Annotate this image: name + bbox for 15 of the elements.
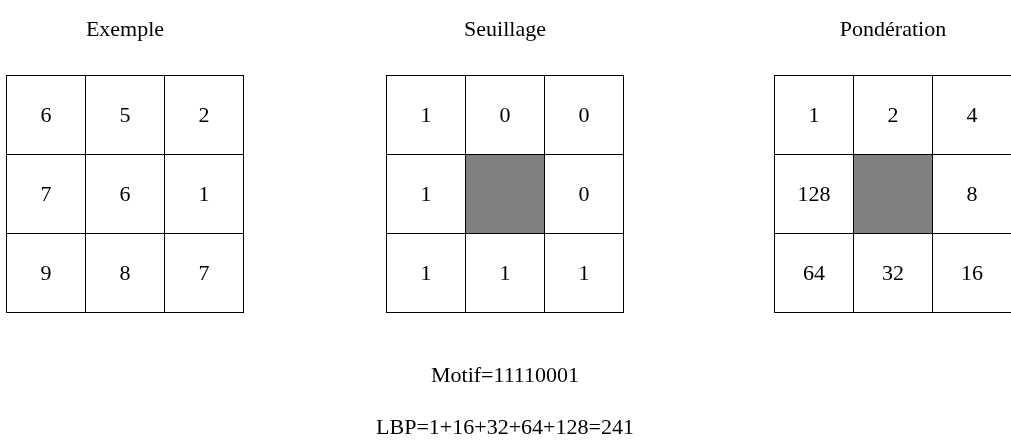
table-cell: 6 — [6, 75, 86, 155]
formula-text: LBP=1+16+32+64+128=241 — [376, 414, 634, 440]
table-cell: 64 — [774, 233, 854, 313]
table-cell: 1 — [386, 75, 466, 155]
table-cell: 1 — [774, 75, 854, 155]
table-cell: 0 — [544, 75, 624, 155]
table-cell: 9 — [6, 233, 86, 313]
table-title: Exemple — [85, 16, 165, 42]
table-cell: 7 — [164, 233, 244, 313]
pattern-text: Motif=11110001 — [430, 362, 580, 388]
table-title: Pondération — [839, 16, 947, 42]
table-cell: 1 — [544, 233, 624, 313]
table-cell: 1 — [386, 233, 466, 313]
table-title: Seuillage — [464, 16, 546, 42]
table-cell: 2 — [164, 75, 244, 155]
